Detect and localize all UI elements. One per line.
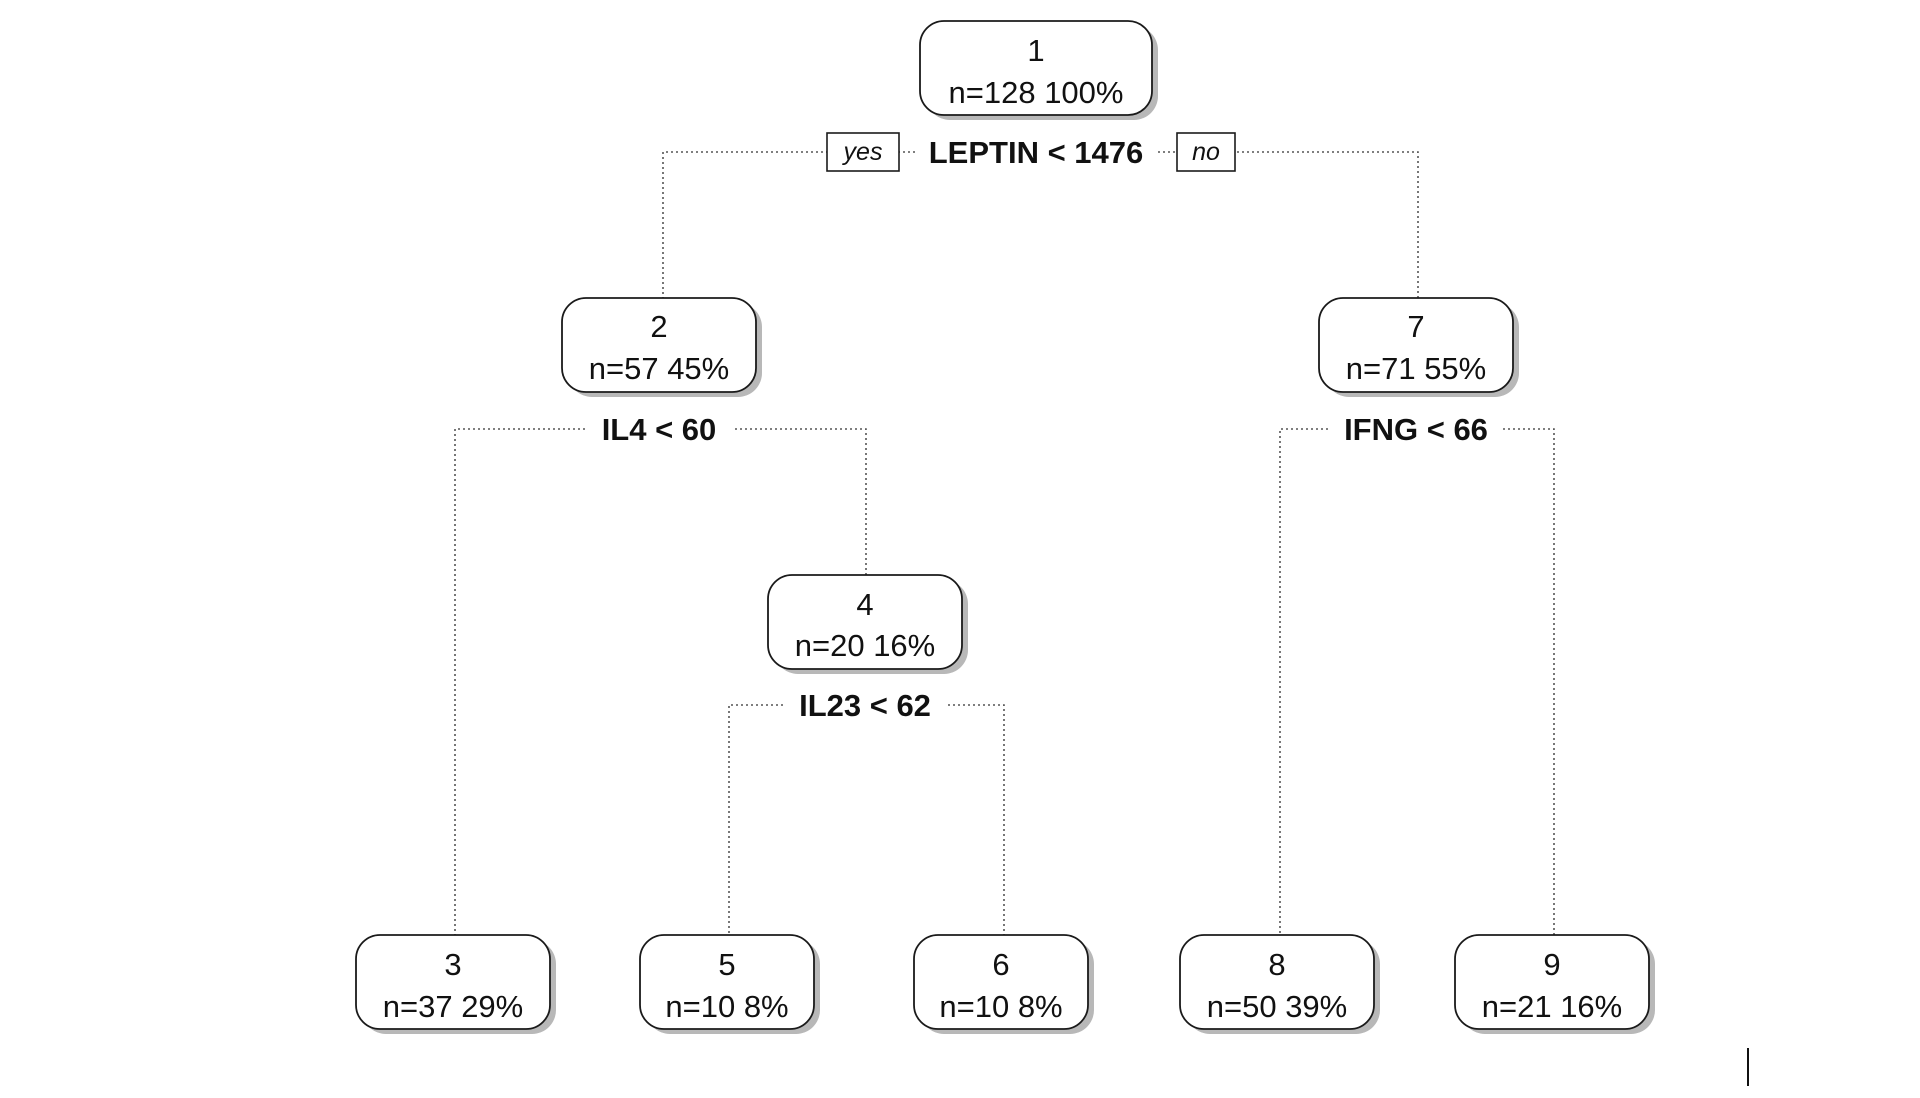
edge-2-4 bbox=[735, 428, 867, 575]
tree-node-1: 1 n=128 100% bbox=[919, 20, 1158, 120]
branch-no-label: no bbox=[1176, 132, 1236, 172]
branch-no-text: no bbox=[1192, 138, 1220, 166]
node-id: 1 bbox=[1027, 33, 1044, 68]
node-stats: n=71 55% bbox=[1346, 351, 1486, 386]
branch-yes-label: yes bbox=[826, 132, 900, 172]
edge-2-3 bbox=[454, 428, 590, 935]
node-stats: n=128 100% bbox=[949, 75, 1124, 110]
node-id: 9 bbox=[1543, 947, 1560, 982]
node-stats: n=10 8% bbox=[939, 989, 1062, 1024]
node-id: 6 bbox=[992, 947, 1009, 982]
edge-1-2 bbox=[662, 151, 833, 298]
tree-node-5: 5 n=10 8% bbox=[639, 934, 820, 1034]
edge-7-9 bbox=[1503, 428, 1555, 935]
edge-4-5 bbox=[728, 704, 788, 935]
edge-4-6 bbox=[943, 704, 1005, 935]
split-label-node-7: IFNG < 66 bbox=[1344, 412, 1488, 447]
tree-node-2: 2 n=57 45% bbox=[561, 297, 762, 397]
node-stats: n=37 29% bbox=[383, 989, 523, 1024]
split-labels: LEPTIN < 1476 IL4 < 60 IFNG < 66 IL23 < … bbox=[586, 132, 1502, 724]
tree-node-3: 3 n=37 29% bbox=[355, 934, 556, 1034]
edge-7-8 bbox=[1279, 428, 1333, 935]
node-id: 4 bbox=[856, 587, 873, 622]
node-id: 8 bbox=[1268, 947, 1285, 982]
node-id: 2 bbox=[650, 309, 667, 344]
tree-node-9: 9 n=21 16% bbox=[1454, 934, 1655, 1034]
edge-1-7 bbox=[1237, 151, 1419, 298]
tree-node-7: 7 n=71 55% bbox=[1318, 297, 1519, 397]
split-label-node-1: LEPTIN < 1476 bbox=[929, 135, 1144, 170]
node-stats: n=10 8% bbox=[665, 989, 788, 1024]
node-id: 5 bbox=[718, 947, 735, 982]
tree-node-8: 8 n=50 39% bbox=[1179, 934, 1380, 1034]
node-stats: n=50 39% bbox=[1207, 989, 1347, 1024]
split-label-node-4: IL23 < 62 bbox=[799, 688, 931, 723]
tree-edges bbox=[454, 151, 1555, 935]
branch-yes-text: yes bbox=[842, 138, 883, 166]
tree-node-6: 6 n=10 8% bbox=[913, 934, 1094, 1034]
split-label-node-2: IL4 < 60 bbox=[602, 412, 717, 447]
node-id: 3 bbox=[444, 947, 461, 982]
tree-node-4: 4 n=20 16% bbox=[767, 574, 968, 674]
node-stats: n=57 45% bbox=[589, 351, 729, 386]
node-stats: n=20 16% bbox=[795, 628, 935, 663]
node-id: 7 bbox=[1407, 309, 1424, 344]
node-stats: n=21 16% bbox=[1482, 989, 1622, 1024]
